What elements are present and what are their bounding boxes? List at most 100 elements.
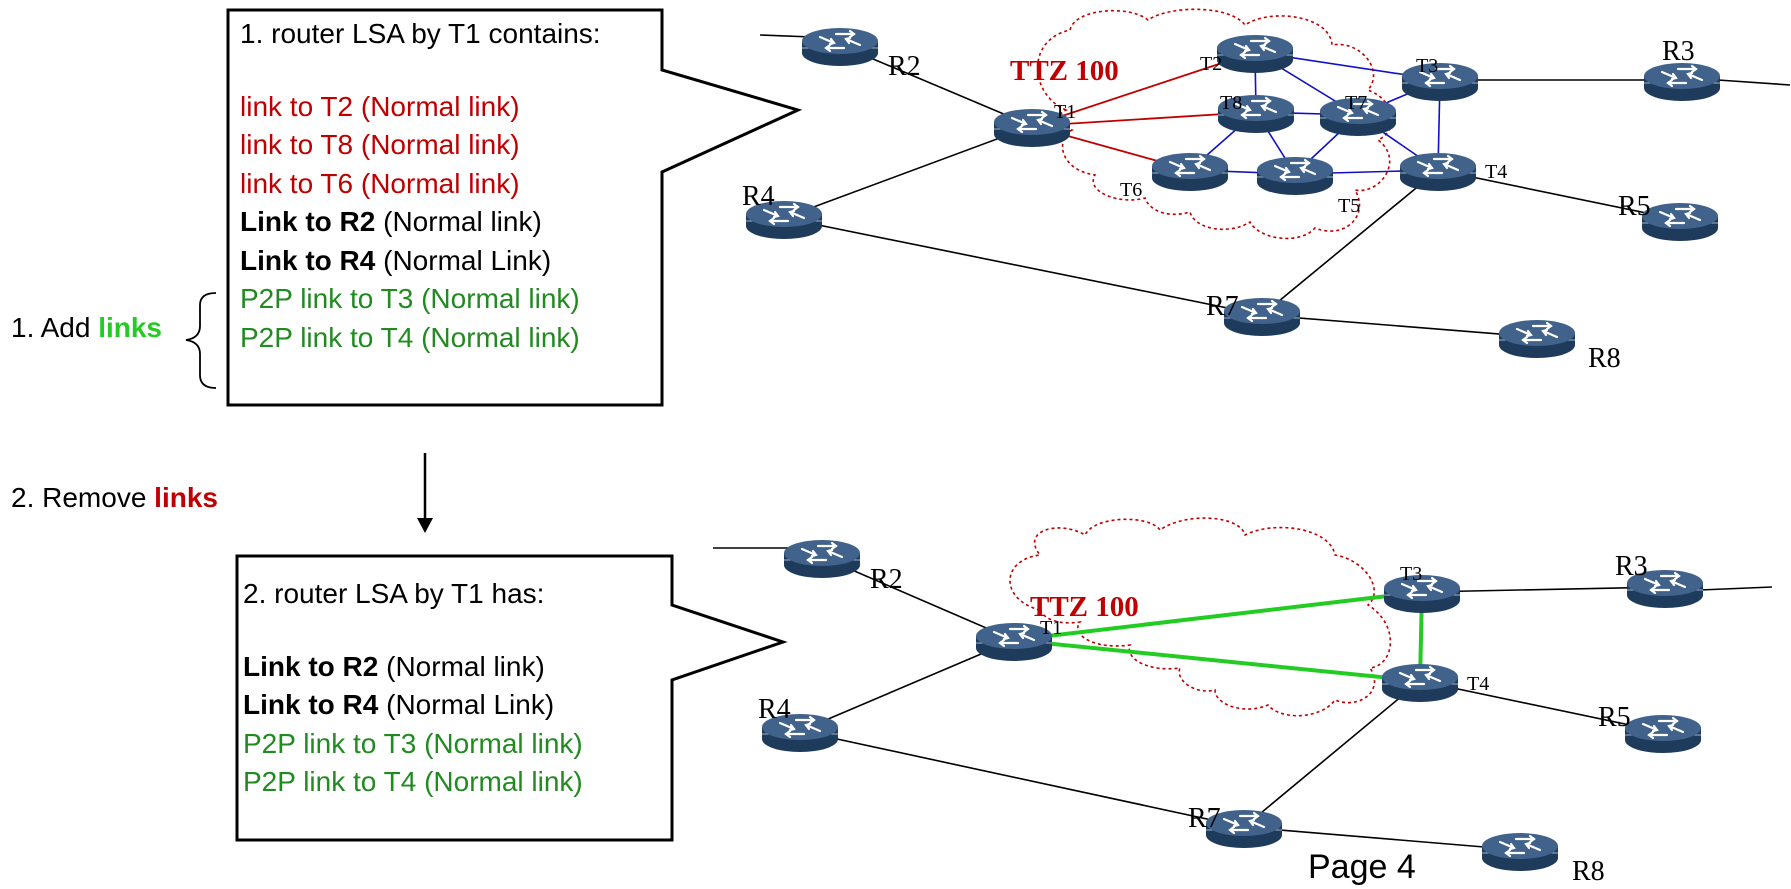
top-router-icon-t6	[1150, 151, 1230, 192]
top-label-r8: R8	[1588, 343, 1621, 374]
bottom-r3-stub-link	[1699, 586, 1773, 591]
top-callout-line: link to T8 (Normal link)	[240, 126, 601, 165]
top-callout-line-bold: Link to R2	[240, 206, 376, 237]
bottom-callout-title: 2. router LSA by T1 has:	[243, 578, 545, 609]
top-label-t8: T8	[1220, 92, 1242, 114]
top-label-t3: T3	[1416, 55, 1438, 77]
bottom-link-t1-t4	[1013, 638, 1421, 683]
top-callout-line-bold: Link to R4	[240, 244, 376, 276]
top-label-r7: R7	[1206, 291, 1239, 322]
bottom-link-t3-r3	[1421, 586, 1666, 593]
top-label-r2: R2	[888, 51, 921, 82]
top-callout-line: Link to R2 (Normal link)	[240, 203, 601, 242]
bottom-router-icon-r2	[782, 538, 862, 579]
bottom-link-r4-r7	[799, 730, 1245, 828]
bottom-callout-line-text: (Normal Link)	[378, 689, 555, 720]
bottom-callout-line-bold: Link to R2	[243, 650, 379, 682]
top-callout-line: P2P link to T4 (Normal link)	[240, 319, 601, 358]
top-router-icon-r3	[1642, 61, 1722, 102]
top-router-icon-r2	[800, 26, 880, 67]
ttz-cloud-bottom	[1009, 517, 1392, 717]
bottom-label-r5: R5	[1598, 702, 1631, 733]
top-callout-lines: link to T2 (Normal link) link to T8 (Norm…	[240, 88, 601, 358]
bottom-diagram-links	[799, 556, 1666, 851]
bottom-link-r7-t4	[1243, 680, 1421, 828]
top-callout-line-text: P2P link to T4 (Normal link)	[240, 321, 580, 353]
top-link-r7-r8	[1261, 314, 1538, 338]
top-label-t1: T1	[1054, 101, 1076, 123]
add-links-brace	[185, 292, 217, 389]
top-r3-stub-link	[1717, 79, 1791, 86]
top-callout-box	[226, 8, 803, 407]
bottom-label-r7: R7	[1188, 803, 1221, 834]
top-callout-content: 1. router LSA by T1 contains: link to T2…	[240, 15, 601, 357]
top-callout-line-text: link to T8 (Normal link)	[240, 129, 520, 160]
bottom-router-icon-r8	[1480, 831, 1560, 872]
top-callout-title: 1. router LSA by T1 contains:	[240, 18, 601, 49]
bottom-link-t4-r5	[1419, 680, 1664, 733]
ttz-label-top: TTZ 100	[1010, 55, 1119, 87]
top-label-r4: R4	[742, 181, 775, 212]
bottom-callout-lines: Link to R2 (Normal link) Link to R4 (Norm…	[243, 648, 583, 802]
bottom-callout-content: 2. router LSA by T1 has: Link to R2 (Nor…	[243, 575, 583, 802]
step1-prefix: 1. Add	[11, 312, 99, 343]
bottom-callout-line-bold: Link to R4	[243, 689, 379, 720]
bottom-callout-line-text: P2P link to T3 (Normal link)	[243, 727, 583, 759]
top-link-t4-r5	[1437, 169, 1681, 221]
top-label-t5: T5	[1338, 195, 1360, 217]
bottom-callout-line-text: (Normal link)	[378, 650, 545, 682]
step2-prefix: 2. Remove	[11, 482, 155, 513]
top-router-icon-r5	[1640, 201, 1720, 242]
top-link-r7-t4	[1261, 169, 1439, 316]
bottom-callout-box	[235, 554, 788, 842]
step1-emph: links	[98, 312, 162, 343]
top-link-r4-t1	[783, 125, 1033, 219]
bottom-label-t3: T3	[1400, 563, 1422, 585]
top-link-r4-r7	[783, 217, 1263, 316]
top-label-t4: T4	[1485, 161, 1507, 183]
bottom-callout-line-text: P2P link to T4 (Normal link)	[243, 766, 583, 797]
bottom-label-t4: T4	[1467, 673, 1489, 695]
top-link-t1-t2	[1031, 51, 1256, 127]
bottom-label-t1: T1	[1040, 617, 1062, 639]
bottom-label-r4: R4	[758, 694, 791, 725]
bottom-link-r4-t1	[799, 639, 1015, 732]
top-router-icon-t5	[1255, 155, 1335, 196]
top-router-icon-t4	[1398, 151, 1478, 192]
top-callout-line-text: P2P link to T3 (Normal link)	[240, 283, 580, 314]
step2-label: 2. Remove links	[11, 482, 218, 514]
bottom-callout-line: P2P link to T4 (Normal link)	[243, 763, 583, 802]
top-label-t7: T7	[1345, 92, 1367, 114]
bottom-label-r8: R8	[1572, 856, 1605, 887]
bottom-router-icon-r5	[1623, 713, 1703, 754]
bottom-label-r3: R3	[1615, 551, 1648, 582]
top-callout-line-text: link to T2 (Normal link)	[240, 90, 520, 122]
bottom-callout-line: P2P link to T3 (Normal link)	[243, 725, 583, 764]
bottom-link-r7-r8	[1243, 826, 1521, 851]
top-callout-line: Link to R4 (Normal Link)	[240, 242, 601, 281]
top-callout-line-text: (Normal link)	[375, 206, 542, 237]
top-callout-line-text: (Normal Link)	[375, 244, 552, 276]
bottom-callout-line: Link to R4 (Normal Link)	[243, 686, 583, 725]
top-label-r5: R5	[1618, 191, 1651, 222]
bottom-label-r2: R2	[870, 564, 903, 595]
top-label-t6: T6	[1120, 179, 1142, 201]
top-label-t2: T2	[1200, 53, 1222, 75]
top-router-icon-t3	[1400, 61, 1480, 102]
top-router-icon-t2	[1215, 33, 1295, 74]
step-arrow	[417, 453, 433, 533]
top-callout-line: link to T2 (Normal link)	[240, 88, 601, 127]
top-label-r3: R3	[1662, 36, 1695, 67]
bottom-router-icon-t4	[1380, 662, 1460, 703]
bottom-link-t1-t3	[1013, 590, 1423, 642]
step1-label: 1. Add links	[11, 312, 162, 344]
ttz-cloud-top	[1036, 8, 1393, 240]
page-number: Page 4	[1308, 848, 1416, 886]
top-router-icon-r8	[1497, 318, 1577, 359]
top-callout-line: P2P link to T3 (Normal link)	[240, 280, 601, 319]
ttz-label-bottom: TTZ 100	[1030, 591, 1139, 623]
top-callout-line-text: link to T6 (Normal link)	[240, 167, 520, 199]
step2-emph: links	[154, 482, 218, 513]
